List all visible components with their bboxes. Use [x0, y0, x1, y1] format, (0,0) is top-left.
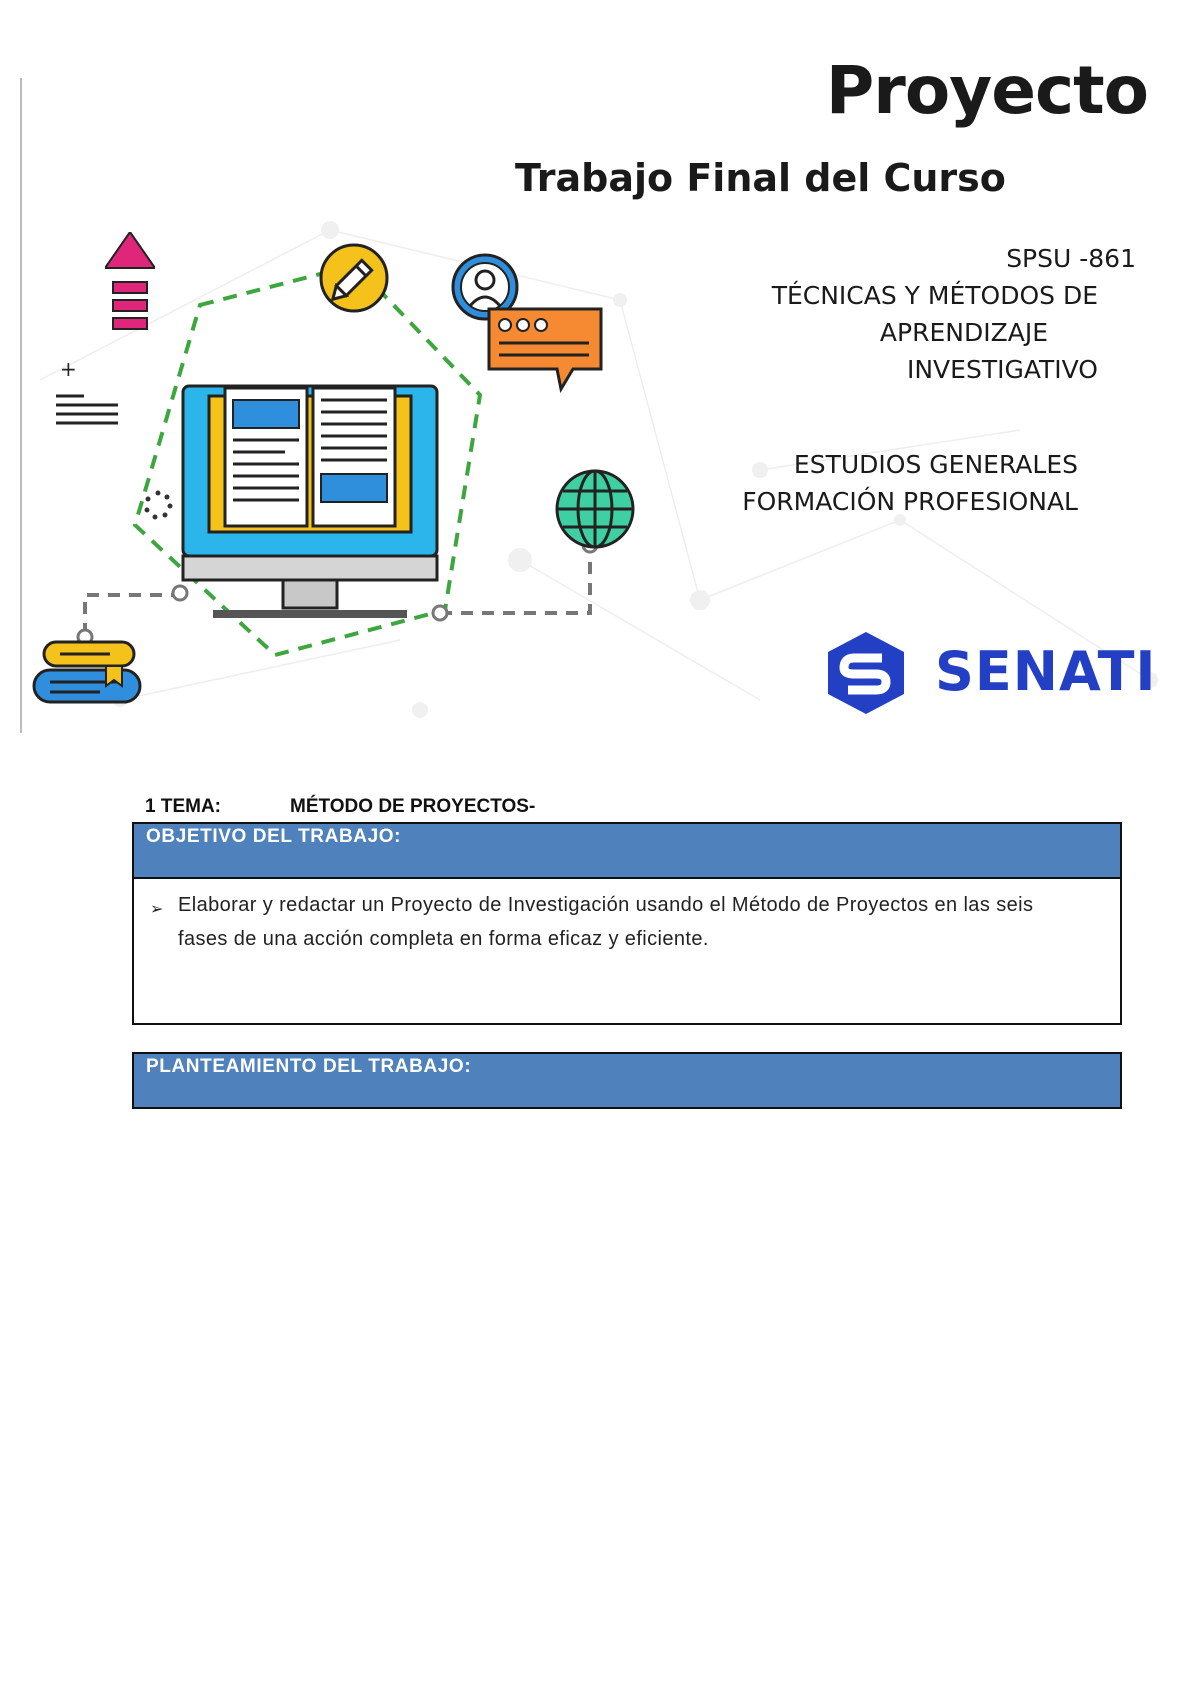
chat-bubble-icon — [487, 307, 603, 394]
planteamiento-box: PLANTEAMIENTO DEL TRABAJO: — [132, 1052, 1122, 1109]
objetivo-header: OBJETIVO DEL TRABAJO: — [134, 824, 1120, 879]
course-code: SPSU -861 — [1006, 244, 1136, 273]
cover-left-border — [20, 78, 22, 733]
upload-arrow-icon — [105, 232, 155, 330]
objetivo-box: OBJETIVO DEL TRABAJO: ➢ Elaborar y redac… — [132, 822, 1122, 1025]
pencil-icon — [319, 243, 389, 313]
department-line: ESTUDIOS GENERALES — [793, 450, 1078, 479]
tema-value: MÉTODO DE PROYECTOS- — [290, 796, 536, 817]
document-title: Proyecto — [825, 52, 1149, 129]
svg-text:+: + — [60, 360, 77, 381]
course-info: SPSU -861 TÉCNICAS Y MÉTODOS DE APRENDIZ… — [771, 240, 1136, 388]
learning-illustration — [76, 262, 599, 658]
objetivo-text-line: fases de una acción completa en forma ef… — [178, 928, 709, 950]
objetivo-text-line: Elaborar y redactar un Proyecto de Inves… — [178, 894, 1034, 916]
loading-icon — [144, 490, 173, 520]
document-subtitle: Trabajo Final del Curso — [515, 156, 1006, 200]
senati-logo-icon — [828, 632, 904, 714]
user-icon — [451, 253, 519, 321]
department-line: FORMACIÓN PROFESIONAL — [742, 487, 1078, 516]
course-name-line: TÉCNICAS Y MÉTODOS DE — [771, 281, 1098, 310]
department-info: ESTUDIOS GENERALES FORMACIÓN PROFESIONAL — [742, 446, 1078, 520]
computer-book-icon — [181, 384, 439, 618]
books-icon — [32, 640, 142, 704]
tema-row: 1 TEMA: MÉTODO DE PROYECTOS- — [145, 796, 535, 818]
course-name-line: INVESTIGATIVO — [906, 355, 1098, 384]
tema-label: 1 TEMA: — [145, 796, 221, 817]
course-name-line: APRENDIZAJE — [879, 318, 1048, 347]
arrow-bullet-icon: ➢ — [150, 901, 164, 918]
text-lines-icon: + — [56, 360, 118, 425]
senati-logo-text: SENATI — [935, 640, 1157, 703]
objetivo-bullet: ➢ Elaborar y redactar un Proyecto de Inv… — [134, 879, 1120, 956]
planteamiento-header: PLANTEAMIENTO DEL TRABAJO: — [134, 1054, 1120, 1107]
globe-icon — [555, 469, 635, 549]
